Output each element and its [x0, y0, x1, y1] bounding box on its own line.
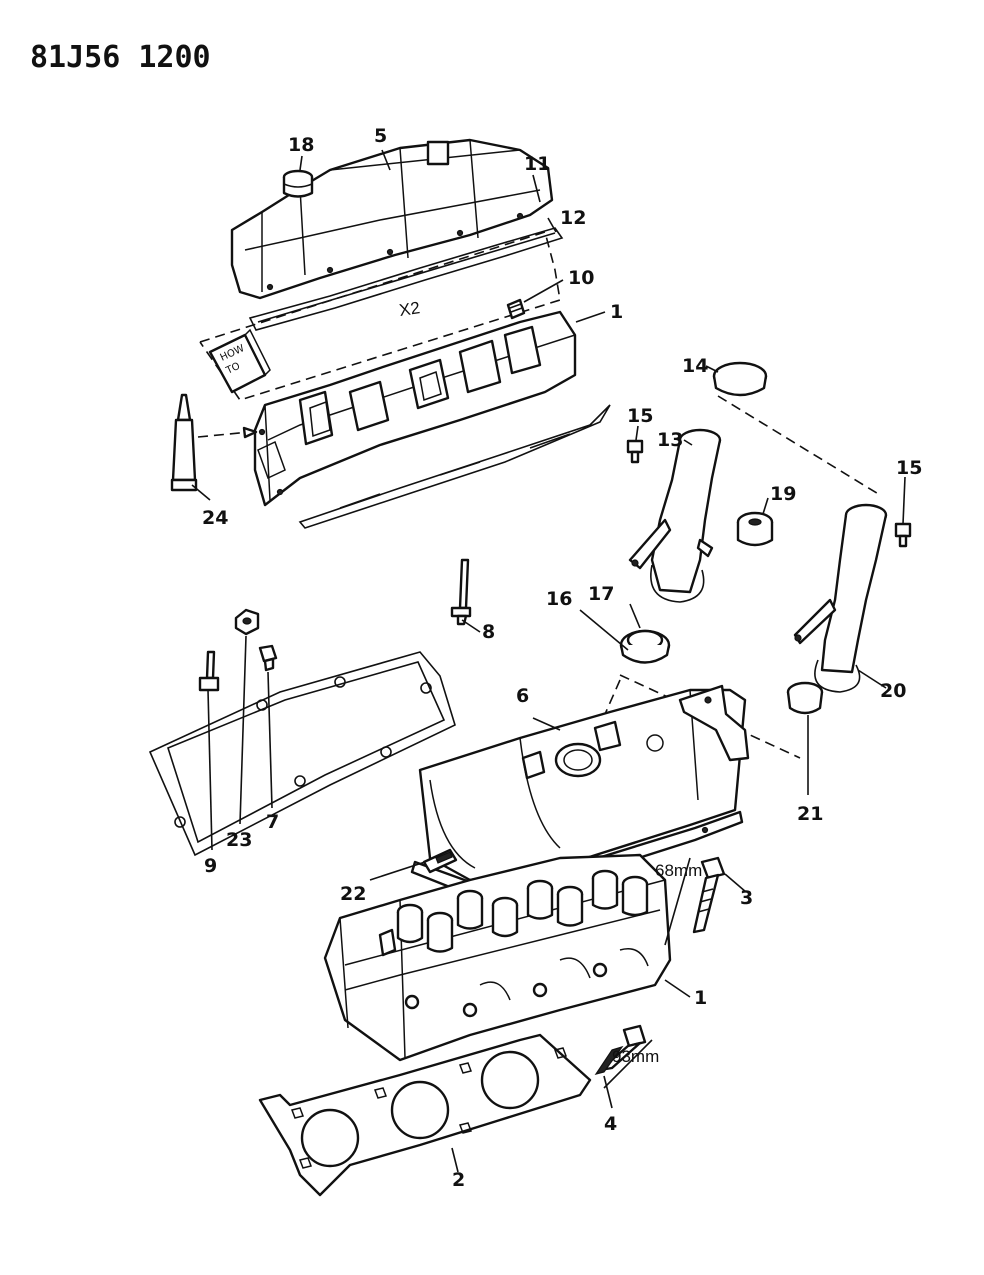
- breather-cap: [282, 169, 314, 198]
- callout-3: 3: [740, 887, 753, 909]
- dimension-line-93mm: [603, 1039, 653, 1089]
- callout-labels: 18 5 11 12 10 1 14 15 13 19 15 20 16 17 …: [202, 125, 922, 1191]
- callout-4: 4: [604, 1113, 617, 1135]
- sealant-leader-dashed: [197, 431, 251, 438]
- short-stud: [198, 650, 220, 692]
- callout-13: 13: [657, 429, 683, 451]
- long-stud: [450, 558, 472, 626]
- how-to-booklet: HOW TO: [208, 328, 271, 394]
- callout-15-right: 15: [896, 457, 922, 479]
- align-line-cap: [717, 395, 881, 496]
- small-bolt-right: [894, 522, 912, 548]
- callout-18: 18: [288, 134, 314, 156]
- callout-19: 19: [770, 483, 796, 505]
- bolt-length-68: 68mm: [655, 861, 702, 880]
- small-plug: [506, 298, 526, 320]
- valve-cover-upper: [230, 138, 554, 300]
- callout-1-lower: 1: [694, 987, 707, 1009]
- quantity-dashed-box: [199, 230, 561, 401]
- callout-1-upper: 1: [610, 301, 623, 323]
- small-bolt-left: [626, 439, 644, 464]
- alt-tube-seat-outline: [814, 659, 861, 693]
- grommet-right: [786, 681, 824, 715]
- callout-16: 16: [546, 588, 572, 610]
- callout-2: 2: [452, 1169, 465, 1191]
- filler-cap: [712, 361, 768, 397]
- callout-8: 8: [482, 621, 495, 643]
- filler-seal: [619, 629, 671, 664]
- callout-11: 11: [524, 153, 550, 175]
- callout-23: 23: [226, 829, 252, 851]
- dimension-line-68mm: [664, 857, 691, 946]
- callout-12: 12: [560, 207, 586, 229]
- quantity-label: X2: [398, 298, 421, 320]
- intake-manifold-gasket: [298, 404, 611, 529]
- filler-tube-seat-outline: [650, 564, 705, 603]
- leader-lines: [191, 149, 906, 1173]
- callout-6: 6: [516, 685, 529, 707]
- callout-17: 17: [588, 583, 614, 605]
- oil-filler-tube: [628, 428, 722, 594]
- head-bolt-long: [594, 1024, 647, 1075]
- align-line-seal: [597, 679, 621, 731]
- retaining-clip: [422, 848, 458, 874]
- oil-filler-tube-alt: [793, 503, 888, 674]
- callout-20: 20: [880, 680, 906, 702]
- callout-5: 5: [374, 125, 387, 147]
- callout-14: 14: [682, 355, 708, 377]
- bolt-length-93: 93mm: [612, 1047, 659, 1066]
- valve-spring-row: [396, 869, 649, 953]
- grommet: [736, 511, 774, 547]
- callout-10: 10: [568, 267, 594, 289]
- head-bolt-short: [692, 856, 726, 934]
- cover-bolt: [258, 644, 278, 672]
- sealant-tube: [170, 393, 198, 492]
- callout-21: 21: [797, 803, 823, 825]
- callout-9: 9: [204, 855, 217, 877]
- cover-gasket-lower: [148, 651, 456, 857]
- sealant-arrow-head: [242, 426, 258, 439]
- head-gasket: [258, 1033, 592, 1197]
- callout-22: 22: [340, 883, 366, 905]
- valve-cover-lower: [410, 684, 750, 897]
- diagram-code: 81J56 1200: [30, 40, 211, 75]
- callout-24: 24: [202, 507, 228, 529]
- intake-manifold: [253, 310, 577, 507]
- hex-nut: [234, 608, 260, 636]
- cylinder-head: [323, 853, 672, 1062]
- callout-7: 7: [266, 811, 279, 833]
- callout-15-left: 15: [627, 405, 653, 427]
